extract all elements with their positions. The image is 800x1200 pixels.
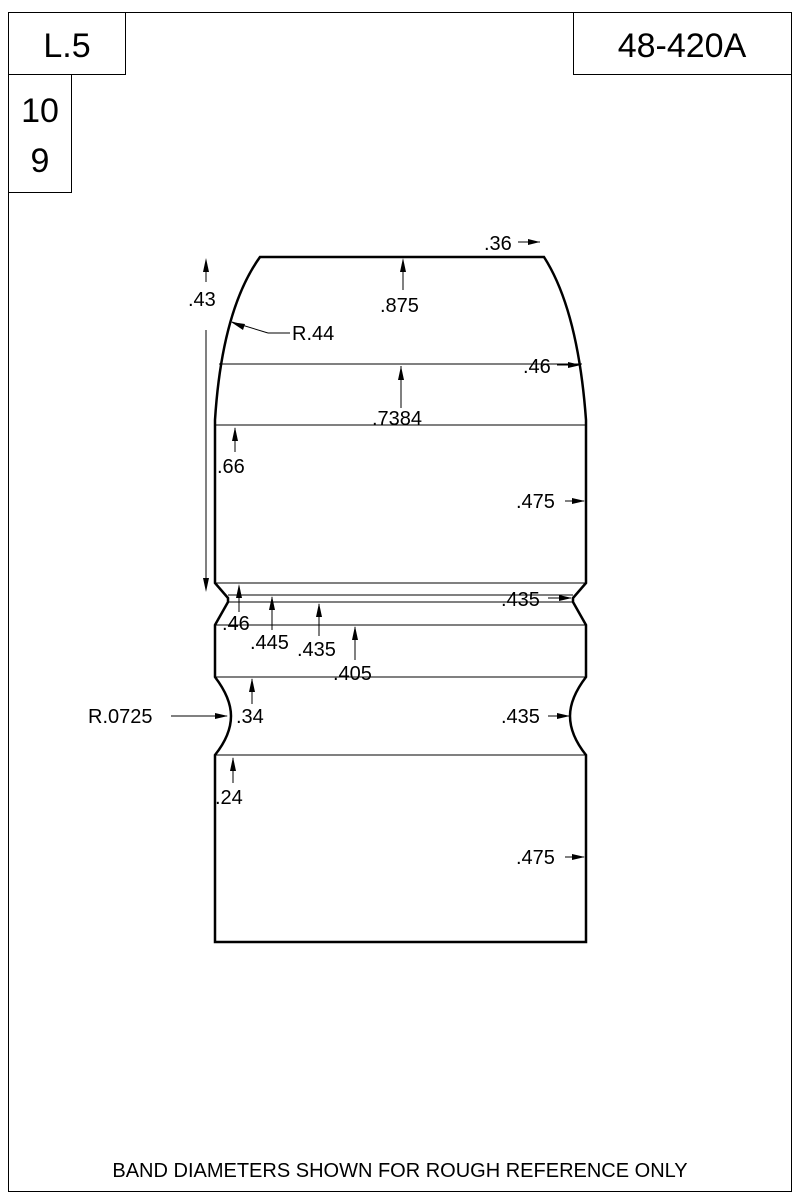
arrow-right-icon [572, 498, 585, 504]
reference-note: BAND DIAMETERS SHOWN FOR ROUGH REFERENCE… [112, 1160, 687, 1182]
arrow-up-icon [352, 626, 358, 640]
drawing-frame [8, 12, 792, 1192]
cavity-top: 10 [21, 92, 59, 130]
dim-upper-body-diameter: .475 [516, 491, 555, 513]
dim-step-435: .435 [297, 639, 336, 661]
dim-ogive-band-diameter: .46 [523, 356, 551, 378]
dim-upper-band-step: .7384 [372, 408, 422, 430]
arrow-up-icon [316, 603, 322, 617]
arrow-right-icon [215, 713, 228, 719]
part-number: 48-420A [618, 27, 747, 65]
arrow-right-icon [568, 362, 581, 368]
bullet-profile [213, 255, 588, 944]
arrow-left-icon [231, 322, 245, 330]
arrow-up-icon [400, 258, 406, 272]
arrow-up-icon [203, 258, 209, 272]
cavity-box [8, 74, 72, 193]
dim-lube-groove-diameter: .435 [501, 706, 540, 728]
dim-nose-length: .43 [188, 289, 216, 311]
dim-lube-groove-depth: .34 [236, 706, 264, 728]
dim-ogive-radius: R.44 [292, 323, 334, 345]
dim-step-405: .405 [333, 663, 372, 685]
arrow-up-icon [398, 366, 404, 380]
arrow-right-icon [559, 595, 572, 601]
cavity-bottom: 9 [31, 142, 50, 180]
length-code: L.5 [43, 27, 90, 65]
dim-nose-flat: .36 [484, 233, 512, 255]
dim-step-46: .46 [222, 613, 250, 635]
dim-base-length: .24 [215, 787, 243, 809]
dim-nose-diameter: .875 [380, 295, 419, 317]
part-number-box [573, 12, 792, 75]
arrow-down-icon [203, 578, 209, 592]
arrow-up-icon [249, 678, 255, 692]
arrow-up-icon [232, 427, 238, 441]
dim-base-diameter: .475 [516, 847, 555, 869]
dim-groove1-diameter: .435 [501, 589, 540, 611]
arrow-up-icon [269, 596, 275, 610]
dim-step-445: .445 [250, 632, 289, 654]
arrow-up-icon [236, 584, 242, 598]
arrow-right-icon [572, 854, 585, 860]
arrow-right-icon [528, 239, 540, 245]
arrow-right-icon [557, 713, 570, 719]
dim-lube-groove-radius: R.0725 [88, 706, 153, 728]
dim-body-length: .66 [217, 456, 245, 478]
arrow-up-icon [230, 757, 236, 771]
